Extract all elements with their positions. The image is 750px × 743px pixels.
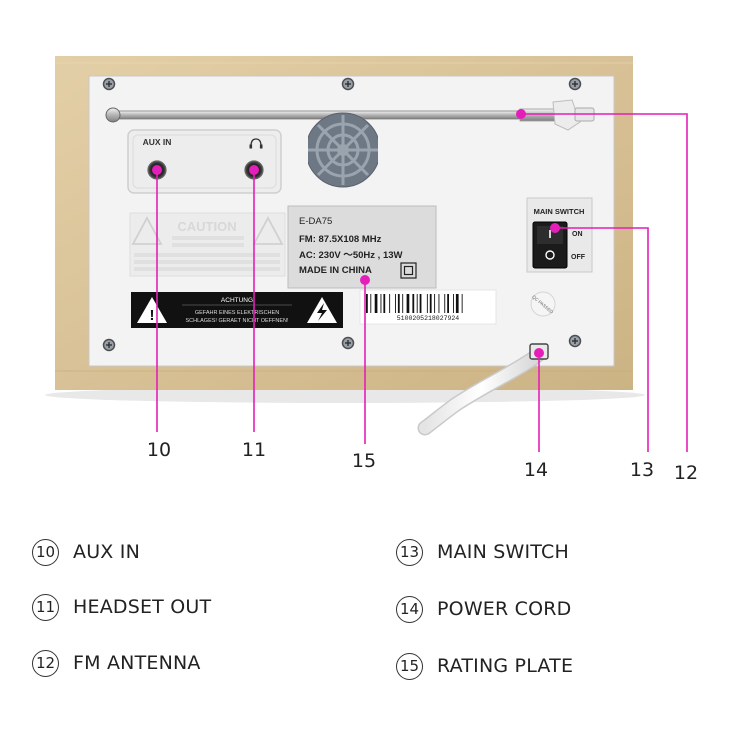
caution-emboss: CAUTION [129,212,286,277]
callout-13: 13 [630,459,654,481]
svg-text:!: ! [150,307,155,324]
callout-11: 11 [242,439,266,461]
floor-shadow [45,387,645,403]
leader-dots [152,109,560,358]
main-switch-panel: MAIN SWITCH ON OFF [526,197,593,273]
rating-ac: AC: 230V ～50Hz , 13W [299,250,403,261]
rating-origin: MADE IN CHINA [299,265,372,276]
speaker-vent [302,112,384,188]
switch-on-label: ON [572,231,583,238]
callout-10: 10 [147,439,171,461]
caution-label: CAUTION [177,219,236,234]
rating-model: E-DA75 [299,216,332,227]
qc-sticker: QC PASSED [530,291,556,317]
double-insulation-icon [400,262,417,279]
main-switch-label: MAIN SWITCH [534,207,585,216]
achtung-sticker: ! ACHTUNG GEFAHR EINES ELEKTRISCHEN SCHL… [131,292,343,328]
achtung-text-2: SCHLAGES! GERAET NICHT OEFFNEN! [185,318,289,324]
leader-lines [156,113,688,452]
callout-15: 15 [352,450,376,472]
rating-plate: E-DA75 FM: 87.5X108 MHz AC: 230V ～50Hz ,… [287,205,437,289]
rating-fm: FM: 87.5X108 MHz [299,234,382,245]
barcode-label: 5100205218027924 [359,289,497,325]
fm-antenna [105,99,595,131]
jack-bezel [127,129,282,194]
headphone-icon [249,138,263,149]
callout-14: 14 [524,459,548,481]
callout-12: 12 [674,462,698,484]
switch-off-label: OFF [571,254,586,261]
aux-in-label: AUX IN [143,137,172,147]
barcode-number: 5100205218027924 [397,315,460,322]
achtung-label: ACHTUNG [221,297,253,304]
achtung-text-1: GEFAHR EINES ELEKTRISCHEN [195,310,279,316]
